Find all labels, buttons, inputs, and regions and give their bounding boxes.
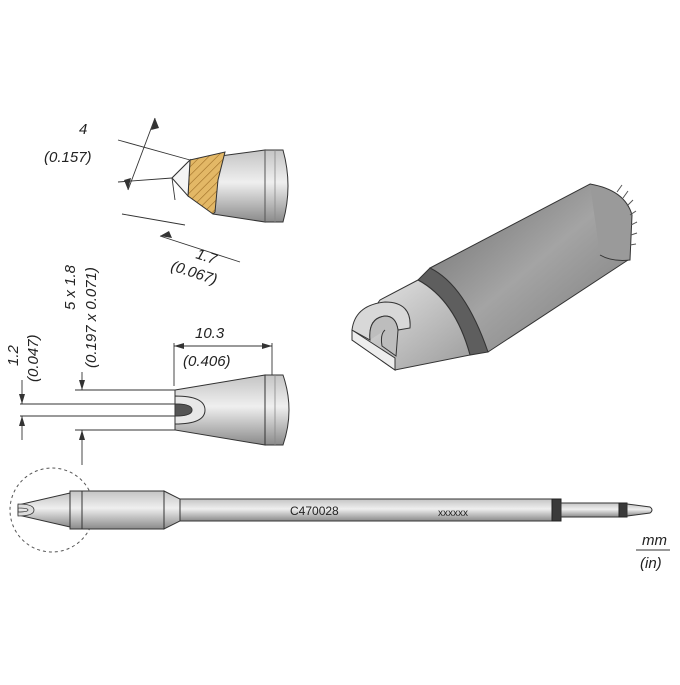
tip-side-view [171, 149, 289, 223]
dimension-lines-middle [19, 343, 273, 465]
tip-thickness-mm: 1.7 [194, 246, 220, 269]
slot-width-mm: 1.2 [5, 344, 22, 366]
slot-width-in: (0.047) [25, 334, 42, 382]
units-legend: mm (in) [636, 532, 670, 572]
tip-width-in: (0.157) [44, 149, 92, 166]
unit-primary: mm [642, 532, 667, 549]
tip-3d-view [351, 183, 638, 371]
tip-length-in: (0.406) [183, 353, 231, 370]
model-number: C470028 [290, 504, 339, 518]
unit-secondary: (in) [640, 555, 662, 572]
slot-size-in: (0.197 x 0.071) [83, 267, 100, 368]
tip-front-view [174, 374, 290, 446]
serial-placeholder: xxxxxx [438, 508, 468, 519]
slot-size-mm: 5 x 1.8 [62, 264, 79, 310]
dimension-lines-top [117, 117, 241, 263]
tip-length-mm: 10.3 [195, 325, 225, 342]
tip-width-mm: 4 [79, 121, 87, 138]
cartridge-side-view [9, 467, 653, 553]
